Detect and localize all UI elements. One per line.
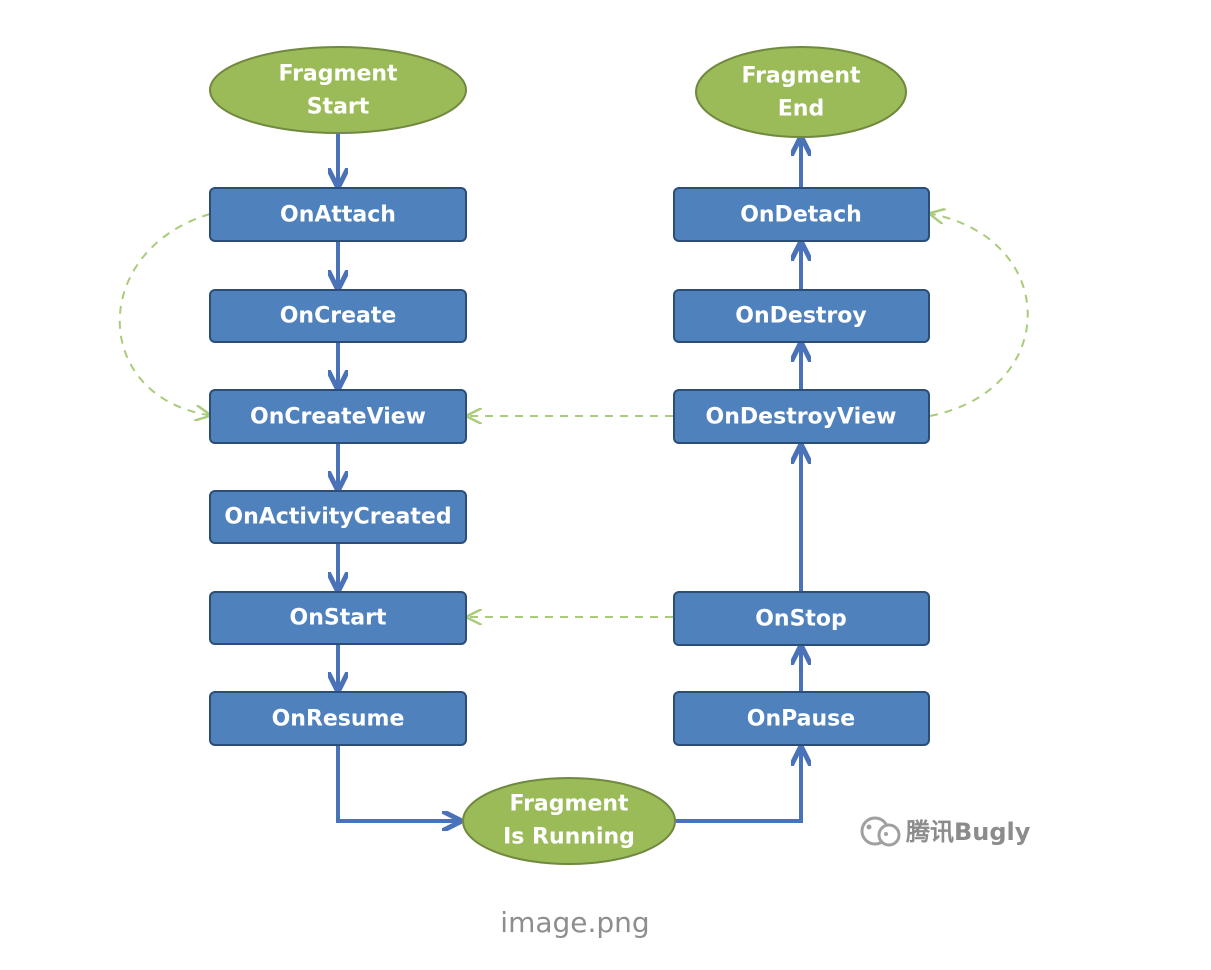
node-on-create: OnCreate [209,289,467,343]
node-on-attach-label: OnAttach [280,203,396,228]
node-on-detach-label: OnDetach [740,203,862,228]
node-on-destroy-label: OnDestroy [735,304,866,329]
arrow-running-to-pause [676,750,801,823]
node-fragment-end-line2: End [778,97,824,122]
node-fragment-start-line2: Start [307,95,370,120]
node-on-resume: OnResume [209,691,467,746]
node-on-create-view-label: OnCreateView [250,405,426,430]
node-on-attach: OnAttach [209,187,467,242]
node-on-destroy-view-label: OnDestroyView [706,405,897,430]
node-on-start: OnStart [209,591,467,645]
arrow-resume-to-running [336,745,458,821]
node-fragment-running-line1: Fragment [509,792,629,817]
image-caption: image.png [500,906,650,939]
node-fragment-running-line2: Is Running [503,825,635,850]
bugly-logo-icon [860,816,901,847]
node-fragment-running: Fragment Is Running [462,777,676,865]
node-fragment-end-line1: Fragment [741,64,861,89]
watermark: 腾讯Bugly [860,816,1031,847]
node-on-activity-created: OnActivityCreated [209,490,467,544]
node-on-resume-label: OnResume [272,707,405,732]
node-fragment-start: Fragment Start [209,46,467,134]
dashed-attach-to-createview [118,213,210,415]
node-on-pause: OnPause [673,691,930,746]
node-on-destroy-view: OnDestroyView [673,389,930,444]
node-fragment-end: Fragment End [695,46,907,138]
node-on-detach: OnDetach [673,187,930,242]
dashed-destroyview-to-detach [930,214,1029,417]
node-on-activity-created-label: OnActivityCreated [224,505,451,530]
watermark-text: 腾讯Bugly [906,818,1031,846]
node-on-create-view: OnCreateView [209,389,467,444]
node-on-stop: OnStop [673,591,930,646]
node-on-stop-label: OnStop [755,607,847,632]
node-on-start-label: OnStart [290,606,387,631]
node-on-pause-label: OnPause [747,707,855,732]
node-on-create-label: OnCreate [280,304,397,329]
node-fragment-start-line1: Fragment [278,62,398,87]
node-on-destroy: OnDestroy [673,289,930,343]
